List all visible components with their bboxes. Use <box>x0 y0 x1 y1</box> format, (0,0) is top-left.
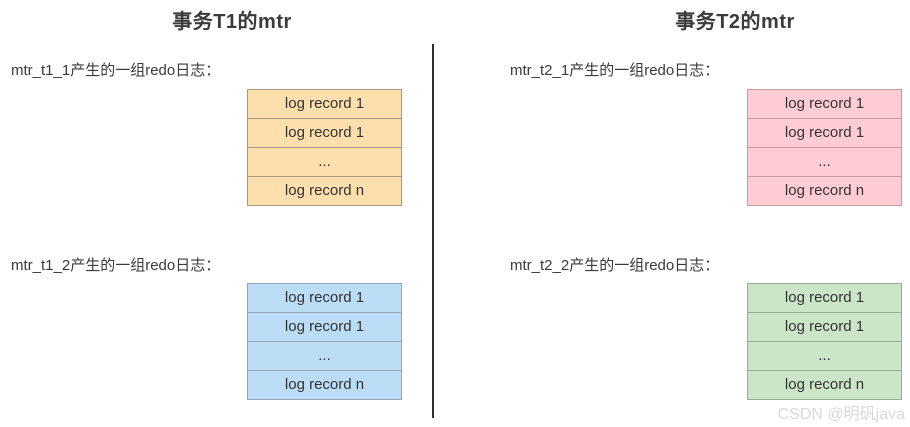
log-record-row: log record 1 <box>748 118 901 147</box>
mtr-t2-2-label: mtr_t2_2产生的一组redo日志： <box>510 257 720 274</box>
vertical-divider <box>432 44 434 418</box>
mtr-t2-1-label: mtr_t2_1产生的一组redo日志： <box>510 62 720 79</box>
log-record-row: log record n <box>248 370 401 399</box>
mtr-t2-1-log-stack: log record 1 log record 1 ... log record… <box>747 89 902 206</box>
mtr-t1-1-label: mtr_t1_1产生的一组redo日志： <box>11 62 221 79</box>
log-record-row: log record n <box>248 176 401 205</box>
log-record-row: log record n <box>748 176 901 205</box>
transaction-t2-title: 事务T2的mtr <box>675 11 795 33</box>
mtr-t1-1-log-stack: log record 1 log record 1 ... log record… <box>247 89 402 206</box>
log-record-ellipsis-row: ... <box>748 341 901 370</box>
log-record-ellipsis-row: ... <box>248 147 401 176</box>
log-record-row: log record 1 <box>784 95 865 112</box>
mtr-t2-2-log-stack: log record 1 log record 1 ... log record… <box>747 283 902 400</box>
log-record-row: log record 1 <box>784 289 865 306</box>
csdn-watermark: CSDN @明矾java <box>777 406 905 423</box>
log-record-ellipsis-row: ... <box>748 147 901 176</box>
log-record-row: log record 1 <box>248 118 401 147</box>
log-record-ellipsis-row: ... <box>248 341 401 370</box>
log-record-row: log record 1 <box>248 312 401 341</box>
log-record-row: log record 1 <box>284 95 365 112</box>
log-record-row: log record n <box>748 370 901 399</box>
mtr-t1-2-log-stack: log record 1 log record 1 ... log record… <box>247 283 402 400</box>
log-record-row: log record 1 <box>284 289 365 306</box>
mtr-t1-2-label: mtr_t1_2产生的一组redo日志： <box>11 257 221 274</box>
transaction-t1-title: 事务T1的mtr <box>172 11 292 33</box>
log-record-row: log record 1 <box>748 312 901 341</box>
